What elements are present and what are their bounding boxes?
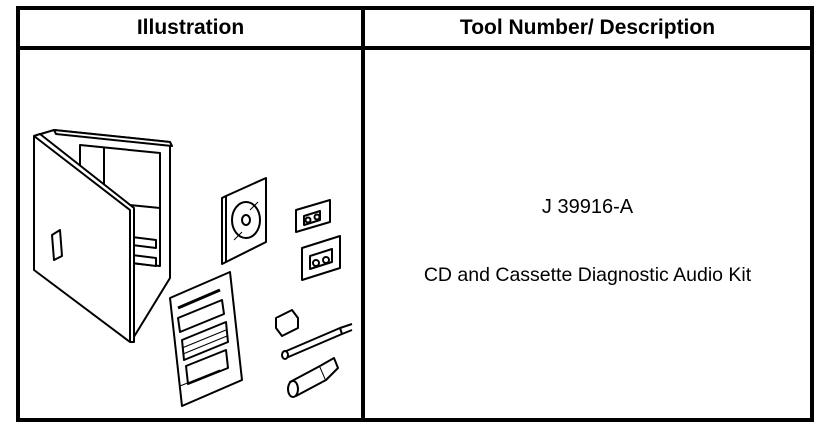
cd-cassette-audio-kit-illustration-icon — [33, 129, 353, 407]
tool-description: CD and Cassette Diagnostic Audio Kit — [423, 264, 752, 286]
tool-number: J 39916-A — [541, 196, 634, 218]
description-cell: J 39916-A CD and Cassette Diagnostic Aud… — [365, 50, 810, 418]
header-illustration: Illustration — [136, 16, 245, 39]
header-tool-description: Tool Number/ Description — [459, 16, 716, 39]
illustration-cell — [20, 50, 361, 418]
table-header-row: Illustration Tool Number/ Description — [20, 10, 810, 50]
tool-table: Illustration Tool Number/ Description — [16, 6, 814, 422]
column-divider — [361, 10, 365, 418]
